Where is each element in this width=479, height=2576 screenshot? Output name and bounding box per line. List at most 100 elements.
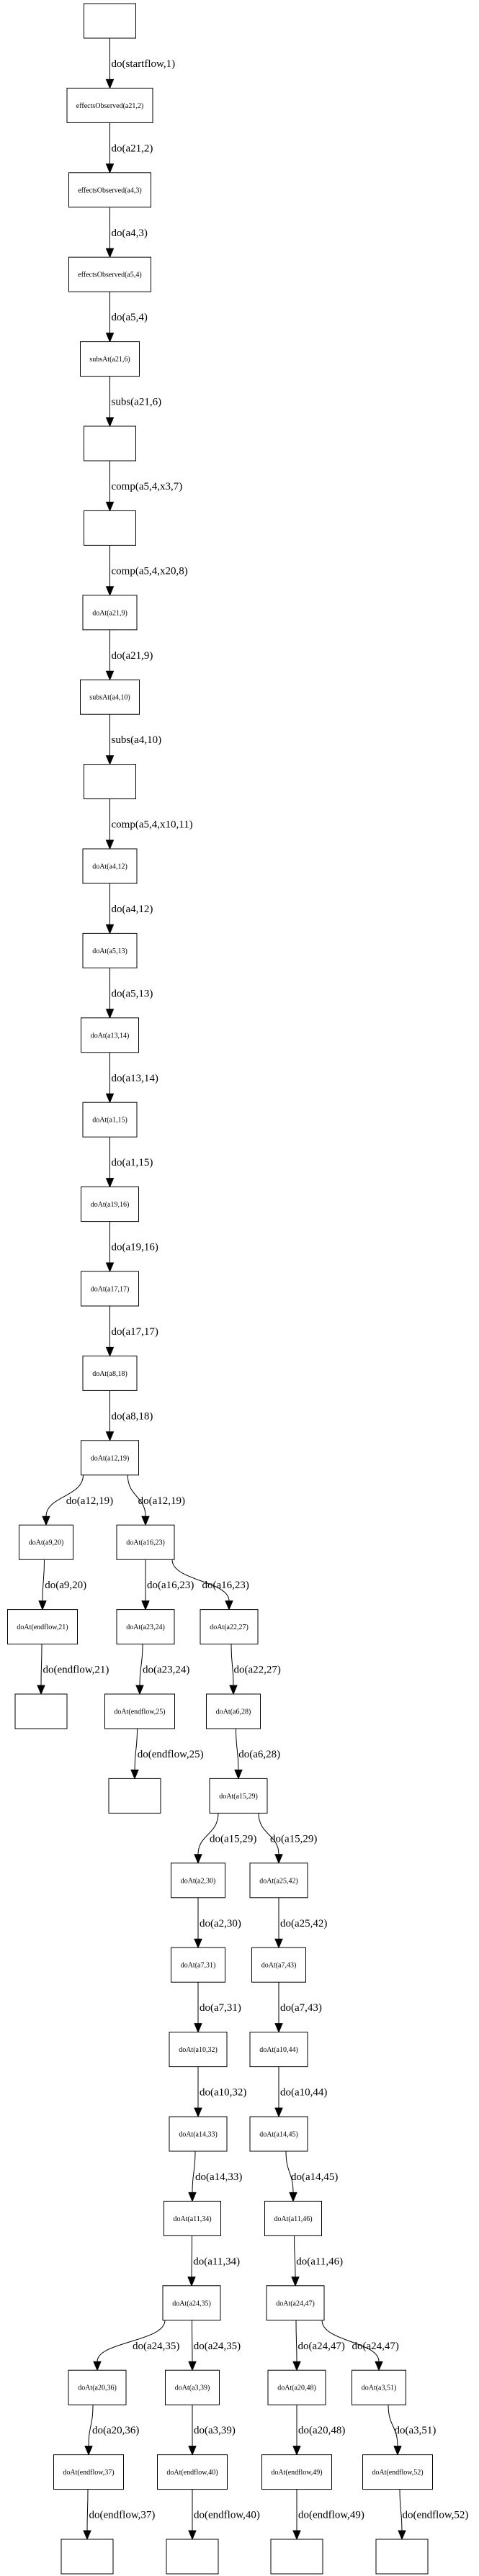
state-node: doAt(a25,42): [249, 1863, 308, 1899]
node-box: [162, 2285, 221, 2321]
empty-state-node: [61, 2539, 114, 2575]
state-node: doAt(a8,18): [82, 1355, 138, 1391]
edge-label: do(a5,4): [112, 312, 148, 323]
edge-line: [42, 1559, 45, 1601]
node-box: [169, 2116, 228, 2152]
state-node: doAt(a17,17): [81, 1271, 139, 1307]
node-box: [267, 2369, 326, 2405]
edge-label: do(a15,29): [210, 1833, 256, 1845]
arrowhead-icon: [274, 2023, 283, 2033]
node-box: [166, 2539, 219, 2575]
edge: do(a21,9): [105, 629, 153, 681]
state-node: doAt(a14,33): [169, 2116, 228, 2152]
edge: do(a19,16): [105, 1221, 158, 1273]
node-box: [251, 1947, 306, 1983]
edge-label: comp(a5,4,x10,11): [112, 819, 193, 831]
node-label: doAt(endflow,37): [63, 2469, 114, 2477]
state-node: doAt(a14,45): [249, 2116, 308, 2152]
node-box: [84, 3, 136, 39]
edge-label: do(a21,9): [112, 650, 153, 662]
node-box: [80, 341, 140, 377]
arrowhead-icon: [105, 78, 115, 89]
node-label: doAt(a6,28): [216, 1708, 251, 1716]
arrowhead-icon: [274, 2107, 283, 2118]
node-box: [164, 2200, 221, 2236]
arrowhead-icon: [84, 2446, 93, 2456]
edge-line: [285, 2151, 294, 2193]
node-label: doAt(a10,32): [179, 2046, 218, 2054]
edge: do(a13,14): [105, 1052, 158, 1104]
node-label: doAt(a14,45): [259, 2131, 298, 2139]
node-box: [81, 1440, 139, 1476]
arrowhead-icon: [105, 501, 115, 512]
edge: do(a8,18): [105, 1390, 153, 1442]
node-box: [68, 2369, 127, 2405]
edge: do(a14,33): [188, 2151, 242, 2202]
state-node: effectsObserved(a21,2): [66, 87, 153, 123]
state-node: doAt(endflow,21): [7, 1609, 78, 1645]
edge-label: do(a20,36): [92, 2425, 139, 2436]
arrowhead-icon: [105, 839, 115, 850]
empty-state-node: [84, 3, 136, 39]
edge-line: [388, 2405, 398, 2446]
node-label: effectsObserved(a21,2): [76, 102, 143, 110]
edge: do(a3,51): [388, 2405, 436, 2456]
node-label: doAt(a10,44): [259, 2046, 298, 2054]
edge-label: do(a24,47): [298, 2341, 345, 2352]
node-box: [81, 1186, 139, 1222]
node-box: [171, 1863, 225, 1899]
edge-label: do(endflow,37): [89, 2510, 156, 2521]
node-box: [82, 932, 138, 968]
arrowhead-icon: [229, 1685, 238, 1695]
node-box: [261, 2454, 332, 2490]
node-label: doAt(a13,14): [91, 1032, 130, 1040]
edge-line: [40, 1644, 42, 1686]
node-label: doAt(a12,19): [91, 1454, 130, 1462]
edge-label: do(a14,45): [291, 2171, 338, 2183]
node-box: [352, 2369, 406, 2405]
edge-label: do(a14,33): [195, 2171, 242, 2183]
edge-line: [295, 2320, 297, 2362]
edge: do(a3,39): [188, 2405, 236, 2456]
state-node: doAt(endflow,49): [261, 2454, 332, 2490]
edge: do(a5,13): [105, 968, 153, 1019]
edge: do(endflow,37): [83, 2489, 156, 2541]
node-box: [165, 2369, 220, 2405]
node-box: [84, 510, 136, 546]
edge-line: [97, 2320, 166, 2362]
state-node: doAt(a3,39): [165, 2369, 220, 2405]
node-box: [82, 848, 138, 884]
state-node: doAt(a19,16): [81, 1186, 139, 1222]
node-box: [249, 2032, 308, 2068]
edge: do(a11,46): [291, 2235, 343, 2287]
empty-state-node: [166, 2539, 219, 2575]
edge: do(a2,30): [194, 1897, 241, 1949]
edge-label: do(a20,48): [298, 2425, 345, 2436]
arrowhead-icon: [105, 755, 115, 765]
state-node: doAt(a2,30): [171, 1863, 225, 1899]
arrowhead-icon: [375, 2361, 383, 2372]
edge-line: [321, 2320, 380, 2362]
node-label: doAt(a9,20): [29, 1539, 64, 1547]
edge: do(a16,23): [171, 1559, 249, 1611]
edge-label: comp(a5,4,x20,8): [112, 565, 188, 577]
node-box: [84, 425, 136, 461]
edge: do(a4,12): [105, 883, 153, 935]
edge-label: do(a10,44): [280, 2087, 327, 2099]
arrowhead-icon: [141, 1516, 150, 1526]
edge: do(a15,29): [258, 1813, 317, 1865]
state-node: doAt(a20,36): [68, 2369, 127, 2405]
node-box: [84, 764, 136, 800]
node-box: [249, 2116, 308, 2152]
arrowhead-icon: [194, 2023, 202, 2033]
arrowhead-icon: [292, 2530, 301, 2541]
state-node: doAt(a20,48): [267, 2369, 326, 2405]
node-label: doAt(a24,47): [276, 2300, 315, 2307]
arrowhead-icon: [105, 670, 115, 681]
edge-line: [192, 2320, 193, 2362]
edge-label: do(a16,23): [202, 1580, 249, 1591]
node-label: doAt(endflow,21): [17, 1623, 68, 1631]
arrowhead-icon: [105, 1178, 115, 1188]
arrowhead-icon: [105, 1093, 115, 1104]
